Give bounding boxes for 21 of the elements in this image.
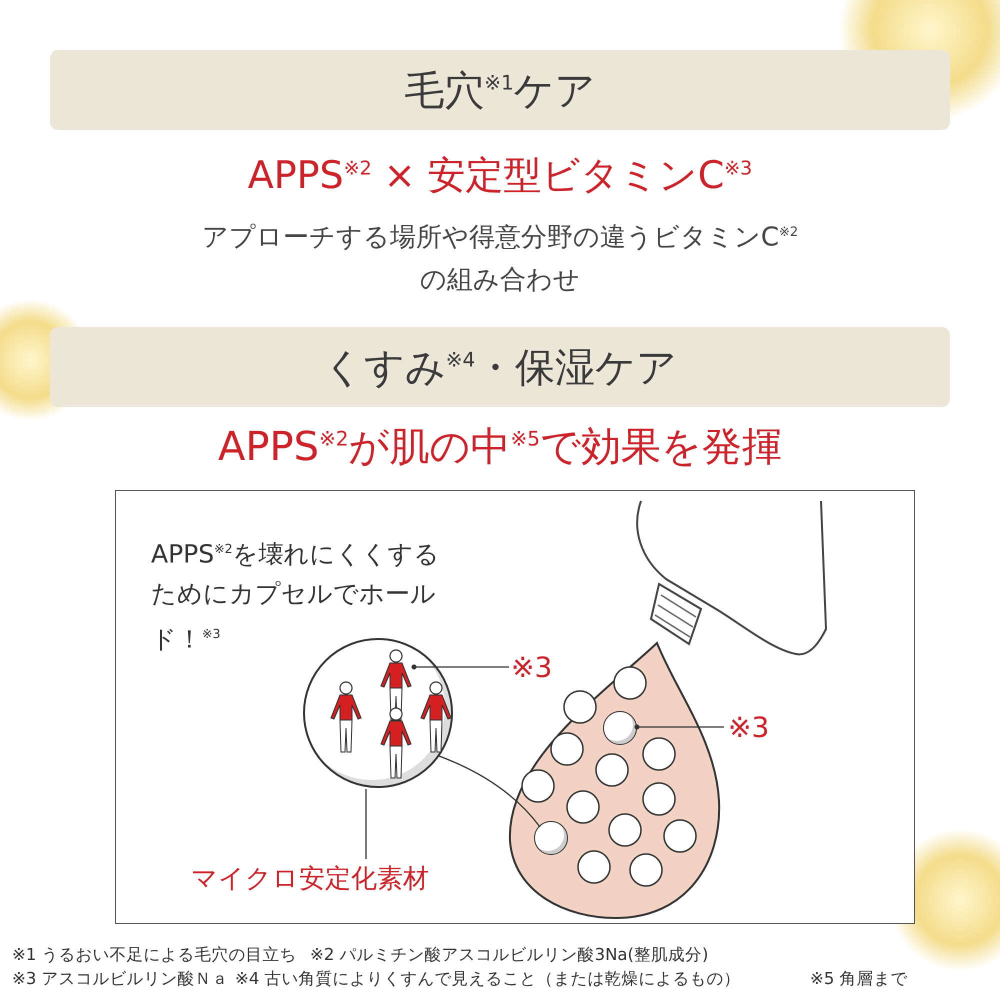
footnote: ※5 角層まで bbox=[810, 968, 908, 990]
leader-line bbox=[365, 789, 367, 859]
leader-line bbox=[412, 664, 509, 670]
callout-label: ※3 bbox=[511, 651, 566, 683]
callout-label: マイクロ安定化素材 bbox=[191, 861, 461, 897]
subheading: APPS$^{※2}$ × 安定型ビタミンC$^{※3}$ bbox=[246, 152, 754, 199]
callout-label: ※3 bbox=[728, 711, 788, 743]
description: アプローチする場所や得意分野の違うビタミンC$^{※2}$の組み合わせ bbox=[200, 222, 800, 297]
leader-line bbox=[438, 755, 541, 828]
footnote: ※3 アスコルビルリン酸Ｎａ bbox=[12, 968, 229, 990]
footnote: ※1 うるおい不足による毛穴の目立ち bbox=[12, 944, 297, 966]
subheading: APPS$^{※2}$が肌の中$^{※5}$で効果を発揮 bbox=[217, 423, 783, 472]
band-heading: くすみ$^{※4}$・保湿ケア bbox=[322, 344, 678, 392]
footnote: ※4 古い角質によりくすんで見えること（または乾燥によるもの） bbox=[235, 968, 741, 990]
leader-line bbox=[634, 724, 724, 730]
illustration-panel bbox=[115, 490, 915, 924]
band-heading: 毛穴$^{※1}$ケア bbox=[404, 66, 596, 116]
panel-caption: APPS$^{※2}$を壊れにくくするためにカプセルでホールド！$^{※3}$ bbox=[151, 538, 441, 656]
heading-band bbox=[50, 50, 950, 130]
footnote: ※2 パルミチン酸アスコルビルリン酸3Na(整肌成分) bbox=[310, 944, 708, 966]
heading-band bbox=[50, 327, 950, 407]
